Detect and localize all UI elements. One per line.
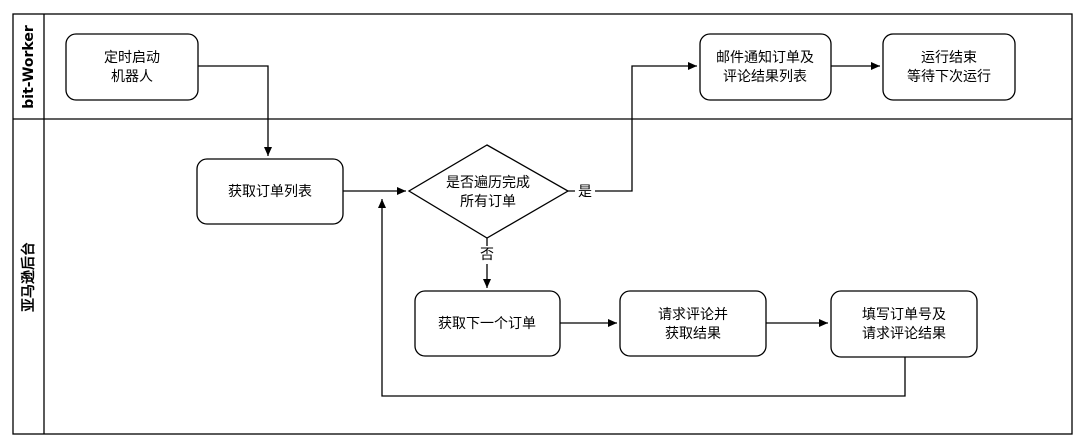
edge-label-no-bg xyxy=(477,246,497,264)
node-email: 邮件通知订单及 评论结果列表 xyxy=(699,33,832,101)
lane-title-amazon-backend: 亚马逊后台 xyxy=(20,242,37,312)
lane-title-bit-worker: bit-Worker xyxy=(21,25,37,109)
node-email-shape xyxy=(699,33,832,101)
node-end: 运行结束 等待下次运行 xyxy=(882,33,1016,101)
node-request-review-line-1: 请求评论并 xyxy=(658,307,728,323)
node-decision: 是否遍历完成 所有订单 xyxy=(407,144,570,239)
node-start: 定时启动 机器人 xyxy=(65,33,199,101)
node-decision-shape xyxy=(407,144,570,239)
node-request-review-line-2: 获取结果 xyxy=(665,326,721,342)
edge-label-yes-bg xyxy=(575,183,595,201)
node-next-order-line-1: 获取下一个订单 xyxy=(438,316,536,332)
swimlane-frame xyxy=(12,13,1073,435)
edge-start-to-get-list xyxy=(198,65,272,156)
node-end-line-2: 等待下次运行 xyxy=(907,68,991,85)
node-email-line-1: 邮件通知订单及 xyxy=(716,49,814,66)
node-fill-order: 填写订单号及 请求评论结果 xyxy=(830,290,978,358)
node-next-order: 获取下一个订单 xyxy=(414,290,561,357)
node-get-list-line-1: 获取订单列表 xyxy=(228,184,312,200)
edge-fill-order-loop-back xyxy=(378,199,906,397)
node-next-order-shape xyxy=(414,290,561,357)
node-get-list-shape xyxy=(196,158,344,225)
node-fill-order-shape xyxy=(830,290,978,358)
pool-border xyxy=(12,13,1073,435)
node-get-list: 获取订单列表 xyxy=(196,158,344,225)
node-request-review-shape xyxy=(619,290,767,357)
node-end-line-1: 运行结束 xyxy=(921,50,977,66)
node-fill-order-line-1: 填写订单号及 xyxy=(862,307,946,323)
node-fill-order-line-2: 请求评论结果 xyxy=(862,326,946,342)
node-decision-line-2: 所有订单 xyxy=(460,194,516,210)
edges xyxy=(198,62,906,397)
edge-decision-yes-to-email xyxy=(568,62,697,192)
node-start-shape xyxy=(65,33,199,101)
node-start-line-2: 机器人 xyxy=(111,69,153,85)
node-end-shape xyxy=(882,33,1016,101)
node-email-line-2: 评论结果列表 xyxy=(723,69,807,85)
node-request-review: 请求评论并 获取结果 xyxy=(619,290,767,357)
edge-label-yes: 是 xyxy=(578,184,592,200)
node-decision-line-1: 是否遍历完成 xyxy=(446,175,530,191)
edge-label-no: 否 xyxy=(480,247,494,263)
node-start-line-1: 定时启动 xyxy=(104,50,160,66)
